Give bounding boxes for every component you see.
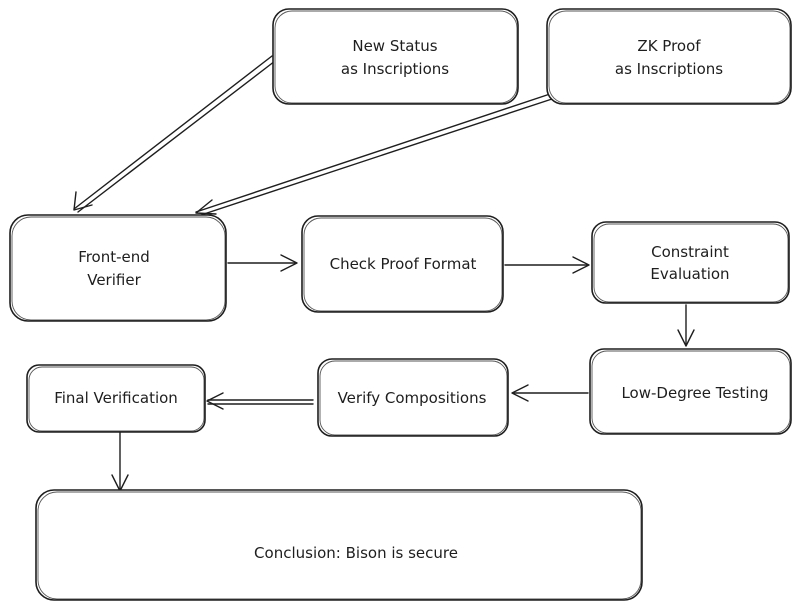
node-new-status-line1: New Status bbox=[352, 37, 437, 55]
node-constraint-evaluation-line2: Evaluation bbox=[650, 265, 729, 283]
edge-check-proof-format-to-constraint-evaluation bbox=[504, 256, 590, 274]
node-check-proof-format-label: Check Proof Format bbox=[330, 255, 477, 273]
edge-low-degree-testing-to-verify-compositions bbox=[511, 384, 589, 402]
edge-zk-proof-to-front-end-verifier bbox=[195, 93, 553, 217]
node-low-degree-testing-label: Low-Degree Testing bbox=[621, 384, 768, 402]
edge-constraint-evaluation-to-low-degree-testing bbox=[677, 304, 695, 347]
node-zk-proof[interactable]: ZK Proof as Inscriptions bbox=[546, 8, 792, 105]
node-final-verification-label: Final Verification bbox=[54, 389, 178, 407]
node-final-verification[interactable]: Final Verification bbox=[26, 364, 206, 433]
node-verify-compositions-label: Verify Compositions bbox=[338, 389, 487, 407]
edge-front-end-to-check-proof-format bbox=[227, 254, 298, 272]
node-constraint-evaluation[interactable]: Constraint Evaluation bbox=[591, 221, 790, 304]
node-verify-compositions[interactable]: Verify Compositions bbox=[317, 358, 509, 437]
node-conclusion[interactable]: Conclusion: Bison is secure bbox=[35, 489, 643, 601]
node-new-status[interactable]: New Status as Inscriptions bbox=[272, 8, 519, 105]
node-constraint-evaluation-line1: Constraint bbox=[651, 243, 729, 261]
node-front-end-verifier[interactable]: Front-end Verifier bbox=[9, 214, 227, 322]
node-zk-proof-line1: ZK Proof bbox=[637, 37, 701, 55]
edge-new-status-to-front-end-verifier bbox=[73, 55, 276, 213]
node-low-degree-testing[interactable]: Low-Degree Testing bbox=[589, 348, 792, 435]
edge-final-verification-to-conclusion bbox=[111, 430, 129, 492]
node-check-proof-format[interactable]: Check Proof Format bbox=[301, 215, 504, 313]
node-zk-proof-line2: as Inscriptions bbox=[615, 60, 723, 78]
node-front-end-verifier-line1: Front-end bbox=[78, 248, 150, 266]
edge-verify-compositions-to-final-verification bbox=[206, 392, 314, 410]
node-new-status-line2: as Inscriptions bbox=[341, 60, 449, 78]
node-front-end-verifier-line2: Verifier bbox=[87, 271, 141, 289]
node-conclusion-label: Conclusion: Bison is secure bbox=[254, 544, 458, 562]
